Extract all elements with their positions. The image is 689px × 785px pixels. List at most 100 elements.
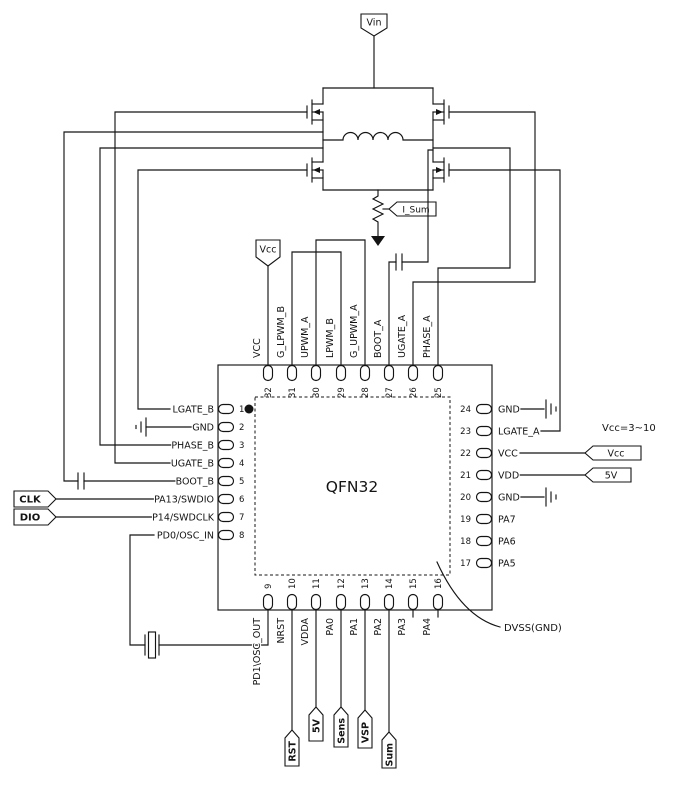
pin-label: PA2 [373, 618, 384, 636]
pin-number: 20 [460, 493, 471, 503]
sum-flag: Sum [381, 731, 397, 769]
vin-label: Vin [367, 18, 382, 29]
pin-28: 28 G_UPWM_A [348, 303, 371, 398]
pin-label: G_UPWM_A [349, 304, 360, 358]
pin-8: 8 PD0/OSC_IN [156, 529, 245, 542]
pin-number: 4 [239, 459, 244, 469]
pin-label: PD1\OSC_OUT [252, 618, 263, 686]
pin-number: 7 [239, 513, 244, 523]
dio-flag: DIO [13, 508, 57, 526]
pin-number: 29 [337, 387, 347, 398]
dvss-note: DVSS(GND) [504, 623, 562, 634]
rst-label: RST [288, 740, 299, 761]
clk-flag: CLK [13, 490, 57, 508]
mosfet-lowside-a [432, 157, 450, 183]
sens-label: Sens [337, 718, 348, 744]
pin-14: 14 PA2 [372, 578, 395, 637]
pin-24: 24 GND [460, 403, 521, 416]
chip-name: QFN32 [326, 478, 378, 496]
pin-number: 11 [312, 578, 322, 589]
pin-number: 5 [239, 477, 244, 487]
pin-number: 13 [361, 578, 371, 589]
pin-9: 9 PD1\OSC_OUT [251, 584, 274, 687]
pin-number: 19 [460, 515, 471, 525]
pin-label: UGATE_B [171, 459, 214, 470]
v5-bottom-label: 5V [312, 718, 323, 733]
pin-number: 6 [239, 495, 244, 505]
ground-symbol-pin24 [545, 399, 557, 419]
vsp-flag: VSP [357, 709, 373, 749]
pin-label: BOOT_A [373, 319, 384, 358]
sum-label: Sum [385, 743, 396, 767]
pin-4: 4 UGATE_B [170, 457, 245, 470]
pins-top: 32 VCC 31 G_LPWM_B 30 UPWM_A 29 LPWM_B 2… [251, 303, 444, 398]
dio-label: DIO [20, 513, 41, 524]
mosfet-highside-a [432, 99, 450, 125]
pin-22: 22 VCC [460, 447, 519, 460]
pin-23: 23 LGATE_A [460, 425, 541, 438]
pin-label: PA5 [498, 559, 516, 570]
ground-symbol-pin2 [135, 417, 147, 437]
clk-label: CLK [19, 495, 42, 506]
pin-7: 7 P14/SWDCLK [151, 511, 244, 524]
crystal [144, 631, 160, 659]
pin-label: VDD [498, 471, 519, 482]
v5-right-flag: 5V [584, 467, 632, 483]
pin-number: 2 [239, 423, 244, 433]
ground-arrow [371, 236, 385, 246]
pin-17: 17 PA5 [460, 557, 517, 570]
vcc-top-label: Vcc [260, 245, 277, 256]
thermal-pad-outline [254, 396, 451, 576]
pin-number: 22 [460, 449, 471, 459]
mosfet-highside-b [306, 99, 324, 125]
pin-number: 17 [460, 559, 471, 569]
pin-6: 6 PA13/SWDIO [153, 493, 244, 506]
pin-label: P14/SWDCLK [152, 513, 215, 524]
pin-label: VCC [252, 338, 263, 358]
pin-label: GND [498, 493, 520, 504]
pin-label: GND [498, 405, 520, 416]
rst-flag: RST [284, 729, 300, 767]
pin-number: 3 [239, 441, 244, 451]
pin-number: 8 [239, 531, 244, 541]
pin-number: 16 [434, 578, 444, 589]
bootstrap-capacitor-a [395, 253, 403, 271]
pin-label: LGATE_A [498, 427, 540, 438]
i-sum-label: I_Sum [402, 206, 429, 216]
pin-number: 26 [409, 387, 419, 398]
pin-label: VCC [498, 449, 518, 460]
chip-outline [217, 364, 493, 611]
pins-left: 1 LGATE_B 2 GND 3 PHASE_B 4 UGATE_B 5 BO… [151, 403, 245, 542]
pin-label: PA13/SWDIO [154, 495, 214, 506]
pin-number: 27 [385, 387, 395, 398]
vcc-top-flag: Vcc [255, 239, 281, 267]
i-sum-flag: I_Sum [388, 201, 437, 217]
pin-2: 2 GND [191, 421, 244, 434]
pin-label: PA0 [325, 618, 336, 636]
pin-18: 18 PA6 [460, 535, 517, 548]
pin-12: 12 PA0 [324, 578, 347, 637]
v5-bottom-flag: 5V [308, 706, 324, 742]
pin-5: 5 BOOT_B [175, 475, 245, 488]
top-routing-wires [267, 111, 536, 366]
pin-label: LPWM_B [325, 318, 336, 358]
pin-11: 11 VDDA [299, 578, 322, 646]
vcc-range-note: Vcc=3~10 [602, 423, 656, 434]
pin-number: 10 [288, 578, 298, 589]
dvss-leader-line [436, 561, 501, 628]
pin-31: 31 G_LPWM_B [275, 305, 298, 398]
inductor [322, 132, 434, 141]
pin-label: UPWM_A [300, 316, 311, 358]
bottom-routing-wires [291, 609, 439, 733]
ground-symbol-pin20 [545, 487, 557, 507]
left-routing-wires [55, 111, 324, 646]
pin-16: 16 PA4 [421, 578, 444, 637]
pin-number: 25 [434, 387, 444, 398]
vsp-label: VSP [361, 722, 372, 743]
pin-label: VDDA [300, 618, 311, 646]
pin1-dot [244, 404, 254, 414]
v5-right-label: 5V [605, 471, 618, 482]
pin-number: 30 [312, 387, 322, 398]
